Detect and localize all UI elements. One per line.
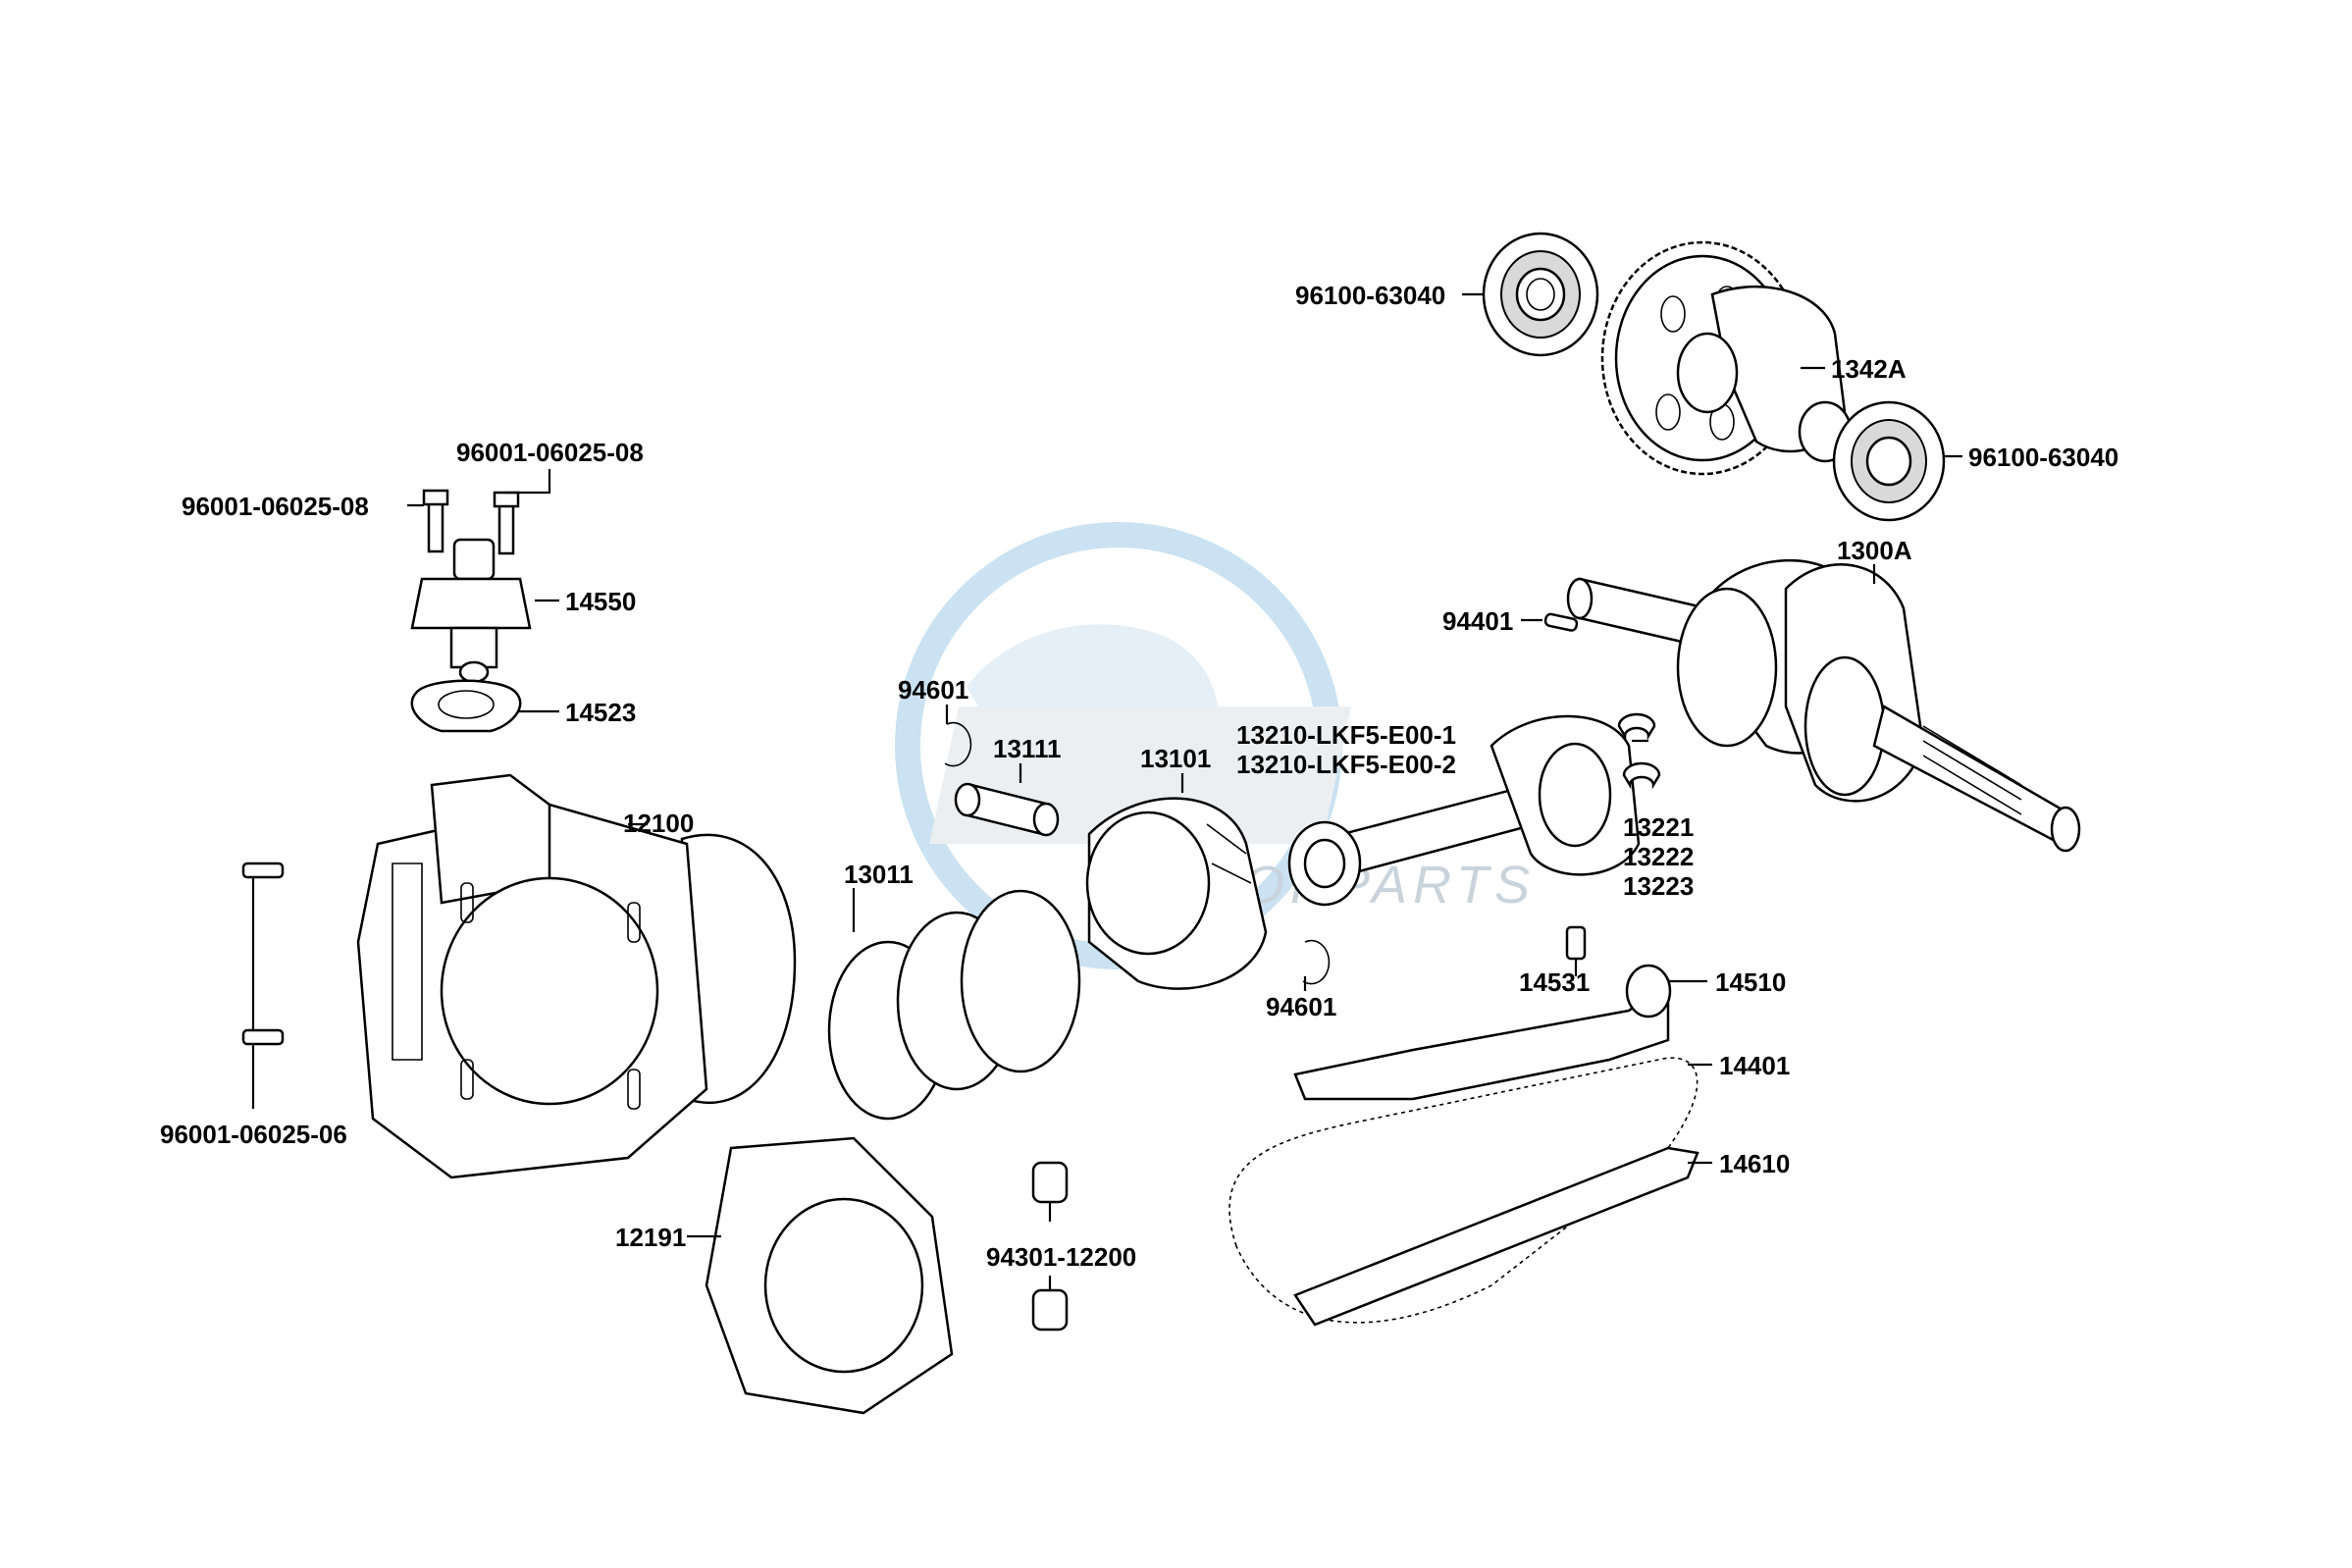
label-13101: 13101: [1140, 744, 1211, 773]
cam-chain: [1228, 1057, 1699, 1324]
tensioner-arm: [1293, 964, 1672, 1101]
label-1342A: 1342A: [1831, 354, 1907, 384]
bearing-top: [1482, 232, 1599, 357]
label-96100-top: 96100-63040: [1295, 281, 1445, 310]
tensioner: [410, 538, 532, 684]
crankshaft: [1566, 559, 2081, 853]
balancer-gear: [1600, 240, 1853, 476]
label-14550: 14550: [565, 587, 636, 616]
connecting-rod: [1287, 714, 1641, 907]
key-94401: [1543, 612, 1579, 632]
circlip-b: [1302, 939, 1331, 985]
label-13011: 13011: [844, 860, 914, 889]
bearing-right: [1832, 400, 1946, 522]
label-12191: 12191: [615, 1223, 686, 1252]
piston-pin: [954, 782, 1060, 837]
label-1300A: 1300A: [1837, 536, 1912, 565]
bolts-top: [422, 489, 520, 555]
label-94601-b: 94601: [1266, 992, 1336, 1021]
label-14523: 14523: [565, 698, 636, 727]
label-rod-1: 13210-LKF5-E00-1: [1236, 720, 1456, 750]
label-bolt-c: 96001-06025-06: [160, 1120, 347, 1149]
label-bolt-b: 96001-06025-08: [182, 492, 369, 521]
label-94601-a: 94601: [898, 675, 968, 705]
label-14610: 14610: [1719, 1149, 1790, 1178]
bolts-left: [241, 862, 285, 1046]
label-14401: 14401: [1719, 1051, 1790, 1080]
label-14531: 14531: [1519, 967, 1590, 997]
label-bolt-a: 96001-06025-08: [456, 438, 644, 467]
label-13221: 13221: [1623, 812, 1694, 842]
label-rod-2: 13210-LKF5-E00-2: [1236, 750, 1456, 779]
label-13111: 13111: [993, 734, 1061, 763]
gasket-14523: [410, 679, 522, 733]
label-94301: 94301-12200: [986, 1242, 1136, 1272]
label-14510: 14510: [1715, 967, 1786, 997]
rod-bearings: [1617, 712, 1661, 790]
circlip-a: [944, 721, 972, 767]
label-96100-right: 96100-63040: [1968, 443, 2118, 472]
leader-lines: [251, 292, 1962, 1290]
label-12100: 12100: [623, 809, 694, 838]
cylinder-gasket: [705, 1136, 954, 1415]
tensioner-bolt: [1565, 925, 1587, 961]
cylinder: [356, 773, 797, 1179]
label-13222: 13222: [1623, 842, 1694, 871]
piston: [1085, 797, 1268, 990]
chain-guide: [1293, 1146, 1699, 1327]
label-94401: 94401: [1442, 606, 1513, 636]
piston-rings: [827, 889, 1081, 1121]
label-13223: 13223: [1623, 871, 1694, 901]
